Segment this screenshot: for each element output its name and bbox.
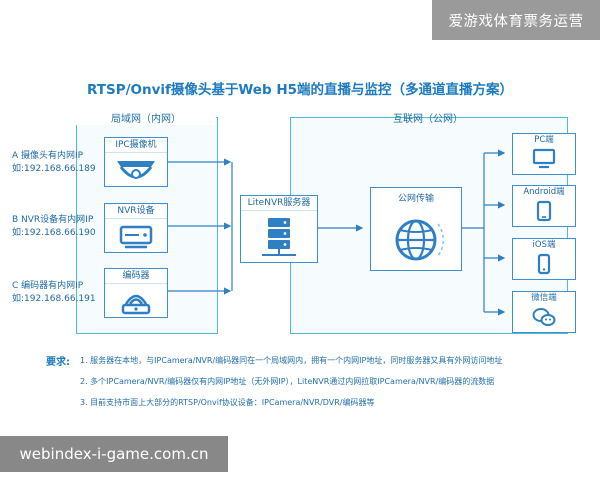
lan-region-label: 局域网（内网） xyxy=(76,110,216,125)
source-name: A 摄像头有内网IP xyxy=(12,151,84,161)
source-ip: 如:192.168.66.190 xyxy=(12,228,96,238)
source-label-c: C 编码器有内网IP 如:192.168.66.191 xyxy=(12,280,96,306)
client-label: iOS端 xyxy=(532,240,556,250)
device-ipc-camera: IPC摄像机 xyxy=(104,137,168,187)
camera-icon xyxy=(117,161,155,179)
source-name: B NVR设备有内网IP xyxy=(12,215,94,225)
client-android: Android端 xyxy=(512,185,576,227)
client-label: PC端 xyxy=(534,135,554,145)
source-ip: 如:192.168.66.189 xyxy=(12,164,96,174)
source-label-a: A 摄像头有内网IP 如:192.168.66.189 xyxy=(12,150,96,176)
requirement-item-2: 2. 多个IPCamera/NVR/编码器仅有内网IP地址（无外网IP），Lit… xyxy=(80,377,495,386)
device-label: 编码器 xyxy=(105,269,167,284)
device-nvr: NVR设备 xyxy=(104,203,168,253)
client-pc: PC端 xyxy=(512,133,576,175)
diagram-title: RTSP/Onvif摄像头基于Web H5端的直播与监控（多通道直播方案） xyxy=(86,82,514,98)
client-wechat: 微信端 xyxy=(512,291,576,333)
requirement-item-1: 1. 服务器在本地，与IPCamera/NVR/编码器同在一个局域网内，拥有一个… xyxy=(80,356,503,365)
nvr-icon xyxy=(119,225,153,249)
server-icon xyxy=(262,218,296,256)
requirement-item-3: 3. 目前支持市面上大部分的RTSP/Onvif协议设备：IPCamera/NV… xyxy=(80,398,375,407)
globe-icon xyxy=(395,219,444,261)
wechat-icon xyxy=(532,308,556,326)
client-ios: iOS端 xyxy=(512,238,576,280)
client-label: Android端 xyxy=(523,187,565,197)
source-ip: 如:192.168.66.191 xyxy=(12,294,96,304)
internet-region-label: 互联网（公网） xyxy=(393,114,463,125)
tablet-icon xyxy=(536,200,552,222)
requirements-title: 要求: xyxy=(46,357,70,368)
monitor-icon xyxy=(532,148,556,169)
source-name: C 编码器有内网IP xyxy=(12,281,84,291)
device-encoder: 编码器 xyxy=(104,268,168,318)
watermark-top-banner: 爱游戏体育票务运营 xyxy=(432,0,600,40)
phone-icon xyxy=(537,253,551,275)
encoder-icon xyxy=(121,294,151,315)
litenvr-server: LiteNVR服务器 xyxy=(240,195,318,263)
source-label-b: B NVR设备有内网IP 如:192.168.66.190 xyxy=(12,214,96,240)
server-label: LiteNVR服务器 xyxy=(241,196,317,211)
transport-label: 公网传输 xyxy=(397,194,434,204)
public-transport: 公网传输 xyxy=(370,187,462,271)
client-label: 微信端 xyxy=(531,293,557,303)
device-label: IPC摄像机 xyxy=(105,138,167,153)
device-label: NVR设备 xyxy=(105,204,167,219)
watermark-bottom-banner: webindex-i-game.com.cn xyxy=(0,436,228,472)
